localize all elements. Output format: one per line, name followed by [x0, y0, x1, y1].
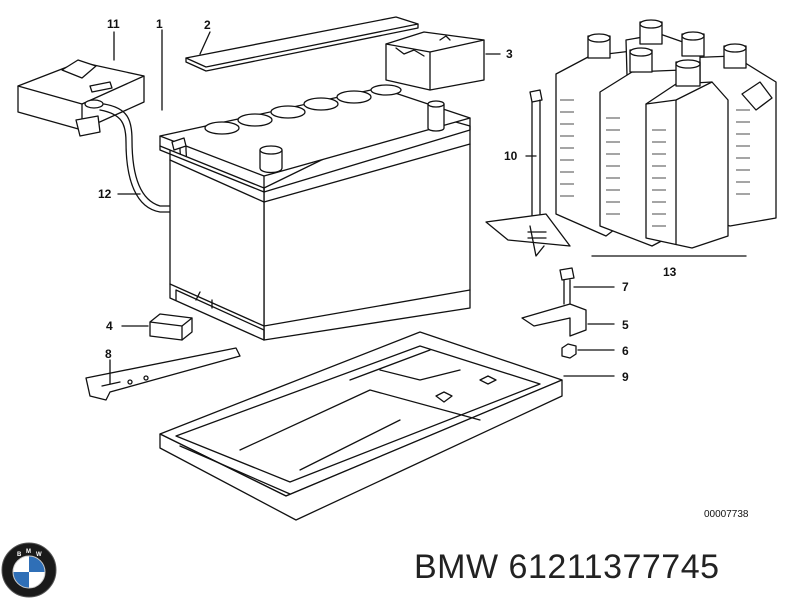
hex-nut — [561, 343, 577, 359]
brand-name: BMW — [414, 548, 499, 586]
svg-text:W: W — [36, 552, 42, 558]
part-number: 61211377745 — [508, 548, 720, 586]
vent-strip — [185, 16, 419, 72]
part-number-caption: BMW 61211377745 — [414, 548, 720, 587]
bmw-roundel-icon: B M W — [1, 542, 57, 598]
holding-strap — [85, 347, 241, 401]
callout-12: 12 — [98, 187, 112, 201]
callout-4: 4 — [106, 319, 113, 333]
callout-9: 9 — [622, 370, 629, 384]
hold-down-rod — [485, 89, 571, 257]
callout-labels: 1 2 3 4 5 6 7 8 9 10 11 12 13 00007738 — [98, 17, 749, 520]
vent-box — [17, 59, 145, 137]
leader-lines — [109, 29, 747, 385]
callout-11: 11 — [107, 17, 120, 31]
callout-8: 8 — [105, 347, 112, 361]
callout-6: 6 — [622, 344, 629, 358]
callout-3: 3 — [506, 47, 513, 61]
svg-text:M: M — [26, 549, 31, 555]
hold-down-bracket — [521, 303, 587, 337]
callout-2: 2 — [204, 18, 211, 32]
svg-text:B: B — [17, 552, 22, 558]
small-block — [149, 313, 193, 341]
terminal-cover — [385, 31, 485, 91]
callout-7: 7 — [622, 280, 629, 294]
battery-tray — [159, 331, 563, 521]
fluid-bottles — [555, 19, 777, 249]
callout-1: 1 — [156, 17, 163, 31]
callout-5: 5 — [622, 318, 629, 332]
callout-10: 10 — [504, 149, 518, 163]
diagram-code: 00007738 — [704, 509, 749, 520]
hold-down-bolt — [559, 267, 575, 305]
battery — [159, 84, 471, 341]
callout-13: 13 — [663, 265, 677, 279]
